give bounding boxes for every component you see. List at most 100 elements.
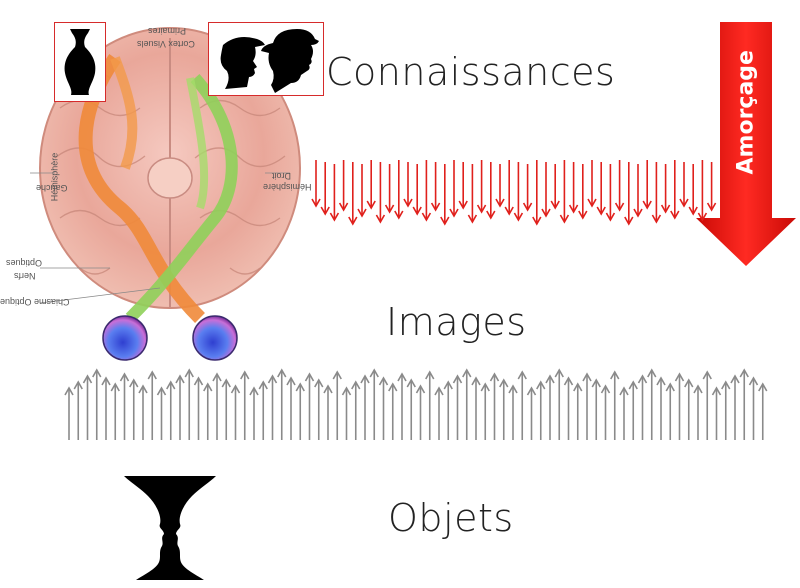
up-arrow (526, 386, 537, 440)
up-arrow (138, 384, 148, 440)
down-arrow (348, 162, 358, 226)
down-arrow (449, 160, 459, 218)
brain-label-primary: Primaires (148, 26, 187, 36)
top-down-arrows-svg (311, 160, 717, 226)
down-arrow (541, 162, 551, 218)
brain-label-left-hemisphere-2: Gauche (36, 183, 68, 193)
up-arrow (693, 384, 703, 440)
up-arrow (193, 376, 204, 440)
down-arrow (403, 162, 413, 208)
down-arrow (614, 160, 625, 212)
up-arrow (582, 372, 592, 440)
up-arrow (388, 382, 398, 440)
down-arrow (624, 162, 634, 226)
down-arrow (642, 160, 652, 210)
brain-label-left-hemisphere-line1: Hémisphère (49, 152, 60, 202)
up-arrow (212, 372, 222, 440)
up-arrow (508, 384, 518, 440)
down-arrow (357, 164, 367, 218)
up-arrow (110, 382, 120, 440)
up-arrow (221, 378, 231, 440)
down-arrow (587, 160, 597, 208)
bottom-up-arrows (64, 364, 774, 444)
up-arrow (628, 380, 638, 440)
up-arrow (314, 378, 324, 440)
up-arrow (332, 370, 342, 440)
up-arrow (711, 386, 722, 440)
up-arrow (267, 374, 278, 440)
brain-label-visual-cortex: Cortex Visuels (137, 39, 195, 49)
brain-label-optic-nerves-1: Nerfs (14, 271, 36, 281)
down-arrow (421, 160, 432, 222)
up-arrow (304, 372, 315, 440)
up-arrow (573, 382, 583, 440)
vase-thumbnail (54, 22, 106, 102)
up-arrow (674, 372, 685, 440)
up-arrow (610, 370, 620, 440)
up-arrow (397, 372, 407, 440)
brain-label-right-hemisphere-1: Hémisphère (263, 182, 312, 192)
down-arrow (495, 164, 505, 208)
up-arrow (684, 378, 694, 440)
up-arrow (230, 384, 241, 440)
down-arrow (532, 160, 542, 226)
brain-label-optic-chiasm: Chiasme Optique (0, 297, 70, 307)
up-arrow (406, 378, 416, 440)
down-arrow (679, 162, 689, 208)
up-arrow (739, 368, 749, 440)
objects-label: Objets (388, 496, 514, 540)
down-arrow (311, 160, 321, 208)
up-arrow (554, 368, 564, 440)
up-arrow (656, 376, 666, 440)
rubin-vase (120, 472, 220, 584)
up-arrow (101, 376, 111, 440)
bottom-up-arrows-svg (64, 368, 768, 440)
up-arrow (286, 376, 296, 440)
down-arrow (440, 164, 450, 226)
up-arrow (591, 378, 601, 440)
up-arrow (489, 372, 500, 440)
priming-arrow-shape (696, 22, 796, 266)
down-arrow (670, 160, 680, 220)
up-arrow (536, 380, 546, 440)
up-arrow (702, 370, 712, 440)
up-arrow (64, 386, 74, 440)
up-arrow (563, 376, 574, 440)
down-arrow (486, 162, 496, 220)
up-arrow (721, 380, 731, 440)
up-arrow (434, 386, 444, 440)
up-arrow (452, 374, 463, 440)
up-arrow (73, 380, 83, 440)
down-arrow (596, 162, 606, 216)
up-arrow (82, 374, 93, 440)
up-arrow (147, 370, 157, 440)
priming-arrow: Amorçage (694, 20, 798, 268)
up-arrow (240, 370, 250, 440)
down-arrow (430, 162, 441, 212)
down-arrow (688, 164, 698, 216)
up-arrow (443, 380, 453, 440)
top-down-arrows (310, 158, 720, 238)
up-arrow (258, 380, 268, 440)
up-arrow (156, 386, 167, 440)
up-arrow (545, 374, 555, 440)
up-arrow (619, 386, 629, 440)
brain-label-optic-nerves-2: Optiques (6, 258, 43, 268)
down-arrow (329, 164, 340, 222)
two-faces-silhouette-icon (220, 29, 319, 93)
down-arrow (706, 162, 717, 212)
down-arrow (522, 164, 533, 212)
down-arrow (458, 162, 468, 210)
up-arrow (92, 368, 102, 440)
up-arrow (175, 374, 185, 440)
up-arrow (369, 368, 379, 440)
up-arrow (748, 376, 759, 440)
priming-label: Amorçage (733, 50, 759, 175)
up-arrow (637, 374, 648, 440)
down-arrow (578, 164, 588, 220)
up-arrow (378, 376, 389, 440)
up-arrow (499, 378, 509, 440)
down-arrow (366, 160, 376, 210)
up-arrow (462, 368, 472, 440)
up-arrow (471, 376, 481, 440)
